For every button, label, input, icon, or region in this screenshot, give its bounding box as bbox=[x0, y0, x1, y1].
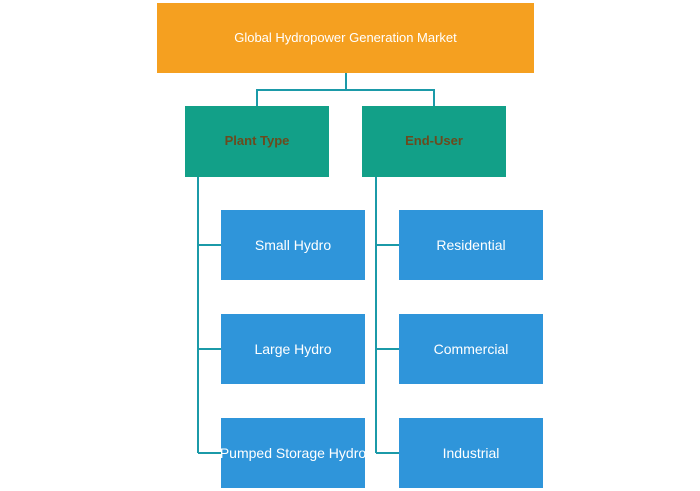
leaf-label: Residential bbox=[436, 236, 506, 253]
leaf-label: Pumped Storage Hydro bbox=[219, 444, 367, 461]
leaf-large-hydro: Large Hydro bbox=[221, 314, 365, 384]
category-plant-type: Plant Type bbox=[185, 106, 329, 177]
leaf-commercial: Commercial bbox=[399, 314, 543, 384]
category-label: Plant Type bbox=[224, 133, 290, 149]
split-connector bbox=[256, 89, 435, 106]
leaf-label: Small Hydro bbox=[254, 236, 332, 253]
category-end-user: End-User bbox=[362, 106, 506, 177]
leaf-pumped-storage-hydro: Pumped Storage Hydro bbox=[219, 418, 367, 488]
leaf-label: Large Hydro bbox=[254, 340, 332, 357]
leaf-small-hydro: Small Hydro bbox=[221, 210, 365, 280]
category-label: End-User bbox=[405, 133, 463, 149]
leaf-label: Commercial bbox=[433, 340, 509, 357]
root-node: Global Hydropower Generation Market bbox=[157, 3, 534, 73]
leaf-residential: Residential bbox=[399, 210, 543, 280]
root-label: Global Hydropower Generation Market bbox=[234, 29, 457, 45]
leaf-industrial: Industrial bbox=[399, 418, 543, 488]
leaf-label: Industrial bbox=[442, 444, 500, 461]
